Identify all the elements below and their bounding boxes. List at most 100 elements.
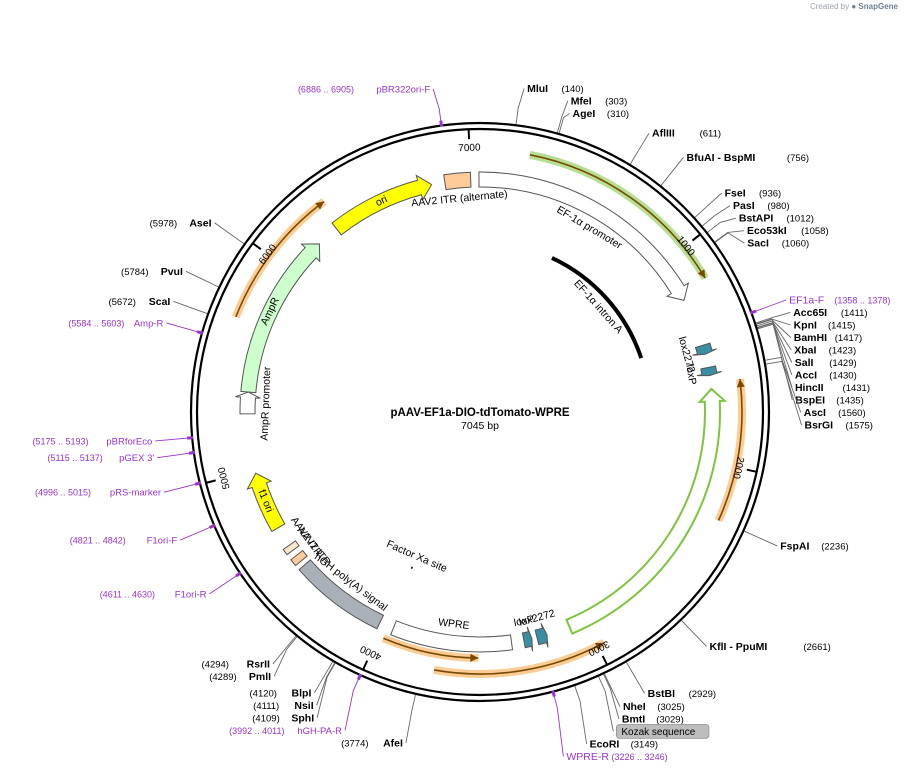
restriction-site[interactable]: MluI(140) — [527, 83, 584, 95]
restriction-site[interactable]: FseI(936) — [725, 188, 782, 200]
feature-wpre[interactable]: WPRE — [390, 616, 514, 653]
restriction-site[interactable]: AscI(1560) — [804, 407, 866, 419]
site-name: EcoRI — [590, 738, 620, 750]
site-name: SalI — [795, 357, 814, 369]
restriction-site[interactable]: BfuAI - BspMI(756) — [687, 152, 810, 164]
leader-line — [180, 525, 214, 541]
primer-site[interactable]: pGEX 3'(5115 .. 5137) — [47, 453, 154, 464]
feature-f1-ori[interactable]: f1 ori — [246, 472, 286, 533]
restriction-site[interactable]: BstAPI(1012) — [739, 213, 814, 225]
inner-feature-factor-xa-site — [410, 566, 413, 569]
restriction-site[interactable]: PmlI(4289) — [209, 671, 271, 683]
feature-loxp[interactable]: loxP — [683, 364, 722, 386]
primer-site[interactable]: hGH-PA-R(3992 .. 4011) — [229, 726, 342, 737]
feature-lox2272[interactable]: lox2272 — [518, 607, 557, 648]
site-position: (2236) — [821, 541, 848, 552]
restriction-site[interactable]: BamHI(1417) — [794, 332, 862, 344]
feature-label: loxP — [513, 613, 535, 629]
map-underlay — [232, 150, 746, 678]
leader-line — [660, 157, 684, 186]
restriction-site[interactable]: Eco53kI(1058) — [747, 225, 829, 237]
primer-mark — [235, 571, 242, 578]
restriction-site[interactable]: KpnI(1415) — [794, 319, 856, 331]
feature-ori[interactable]: ori — [331, 174, 433, 236]
leader-line — [604, 673, 621, 707]
orange-orf-band-arrow-icon — [594, 642, 604, 651]
feature-shape[interactable] — [246, 472, 286, 533]
restriction-site[interactable]: HincII(1431) — [795, 382, 870, 394]
backbone-inner-circle — [195, 127, 765, 697]
restriction-site[interactable]: SacI(1060) — [747, 238, 809, 250]
restriction-site[interactable]: NsiI(4111) — [253, 700, 314, 712]
feature-label: lox2272 — [518, 607, 557, 628]
feature-shape[interactable] — [390, 620, 514, 653]
restriction-site[interactable]: SphI(4109) — [252, 712, 314, 724]
feature-shape[interactable] — [298, 559, 385, 630]
restriction-site[interactable]: BlpI(4120) — [250, 687, 312, 699]
leader-line — [214, 222, 245, 245]
restriction-site[interactable]: PasI(980) — [733, 200, 790, 212]
restriction-site[interactable]: AgeI(310) — [573, 108, 630, 120]
primer-range: pBR322ori-F — [376, 84, 430, 95]
primer-mark — [209, 523, 216, 529]
kozak-label[interactable]: Kozak sequence — [615, 724, 710, 739]
primer-site[interactable]: pBRforEco(5175 .. 5193) — [32, 436, 152, 447]
primer-site[interactable]: Amp-R(5584 .. 5603) — [68, 318, 163, 329]
restriction-site[interactable]: PvuI(5784) — [121, 266, 183, 278]
feature-shape[interactable] — [235, 391, 261, 415]
feature-hgh-poly-a-signal[interactable]: hGH poly(A) signal — [298, 551, 390, 630]
restriction-site[interactable]: AflIII(611) — [652, 128, 721, 140]
tick-label: 4000 — [358, 643, 383, 662]
restriction-site[interactable]: BspEI(1435) — [795, 394, 863, 406]
primer-site[interactable]: F1ori-R(4611 .. 4630) — [100, 589, 207, 600]
restriction-site[interactable]: BstBI(2929) — [648, 688, 716, 700]
feature-shape[interactable] — [534, 623, 549, 648]
primer-site[interactable]: EF1a-F(1358 .. 1378) — [789, 294, 890, 306]
restriction-site[interactable]: ScaI(5672) — [108, 296, 170, 308]
feature-shape[interactable] — [478, 171, 690, 302]
leader-line — [316, 662, 336, 706]
restriction-site[interactable]: Acc65I(1411) — [793, 307, 867, 319]
feature-shape[interactable] — [331, 174, 433, 236]
leader-line — [765, 356, 802, 413]
feature-shape[interactable] — [282, 540, 300, 556]
feature-tdtomato[interactable] — [565, 387, 728, 635]
restriction-site[interactable]: KflI - PpuMI(2661) — [710, 641, 831, 653]
feature-shape[interactable] — [240, 243, 321, 394]
primer-range: (3992 .. 4011) — [229, 726, 284, 736]
restriction-site[interactable]: AfeI(3774) — [341, 737, 403, 749]
site-name: PvuI — [161, 266, 183, 278]
feature-ampr-promoter[interactable]: AmpR promoter — [235, 366, 273, 441]
feature-shape[interactable] — [443, 171, 472, 191]
feature-ampr[interactable]: AmpR — [240, 243, 321, 394]
restriction-site[interactable]: BmtI(3029) — [622, 713, 684, 725]
primer-site[interactable]: F1ori-F(4821 .. 4842) — [70, 536, 178, 547]
restriction-site[interactable]: MfeI(303) — [571, 96, 628, 108]
green-orf-band-line — [529, 154, 706, 279]
feature-loxp[interactable]: loxP — [513, 613, 535, 652]
restriction-site[interactable]: EcoRI (3149) — [590, 738, 658, 750]
primer-site[interactable]: WPRE-R(3226 .. 3246) — [566, 751, 667, 763]
restriction-site[interactable]: RsrII(4294) — [202, 658, 271, 670]
primer-range: (5584 .. 5603) — [68, 318, 124, 328]
restriction-site[interactable]: SalI(1429) — [795, 357, 857, 369]
restriction-site[interactable]: BsrGI(1575) — [805, 419, 873, 431]
credit-prefix: Created by — [809, 2, 850, 11]
site-position: (3149) — [631, 739, 658, 750]
restriction-site[interactable]: NheI(3025) — [623, 701, 685, 713]
tick-mark — [362, 660, 369, 671]
site-position: (936) — [759, 189, 781, 200]
restriction-site[interactable]: FspAI(2236) — [780, 540, 848, 552]
restriction-site[interactable]: AccI(1430) — [795, 369, 857, 381]
feature-shape[interactable] — [521, 626, 534, 652]
restriction-site[interactable]: AseI(5978) — [150, 217, 212, 229]
feature-shape[interactable] — [692, 342, 717, 356]
feature-shape[interactable] — [565, 387, 728, 635]
feature-shape[interactable] — [696, 365, 722, 377]
restriction-site[interactable]: XbaI(1423) — [794, 344, 856, 356]
feature-shape[interactable] — [290, 549, 308, 567]
primer-site[interactable]: pBR322ori-F(6886 .. 6905) — [298, 84, 430, 95]
primer-range: pGEX 3' — [119, 453, 154, 464]
primer-site[interactable]: pRS-marker(4996 .. 5015) — [35, 488, 161, 499]
leader-line — [681, 620, 707, 647]
